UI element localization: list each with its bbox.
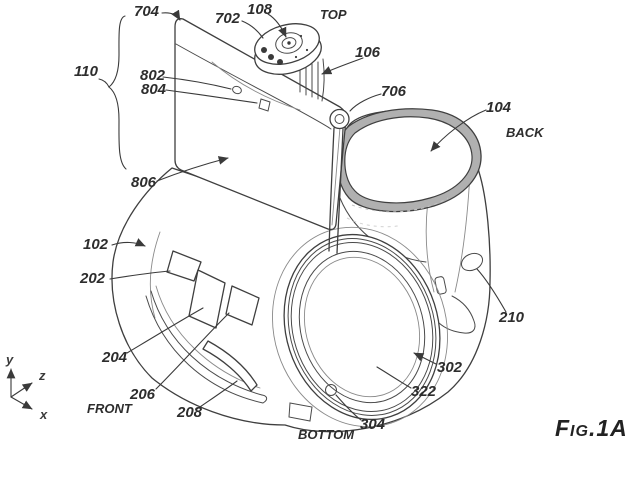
panel-top-bar-lower-edge [175,43,332,130]
orientation-front: FRONT [87,401,133,416]
pod-mic-dot-2 [305,48,309,52]
figure-title: Fig.1A [555,415,628,441]
wheel-valve-hole [325,384,337,396]
ref-label-702: 702 [215,10,241,27]
ref-label-304: 304 [360,416,386,433]
support-rod [328,108,350,254]
ref-label-806: 806 [131,174,157,191]
front-panel-202 [166,250,202,282]
axis-x-arrow [10,396,33,410]
leader-302 [413,352,437,365]
camera-ring-inner [281,37,297,49]
bumper-wedge-208 [202,340,258,392]
orientation-bottom: BOTTOM [298,427,355,442]
leader-202 [109,270,171,280]
ref-label-804: 804 [141,81,167,98]
pod-button-1 [261,47,267,53]
ref-label-210: 210 [498,309,525,326]
front-panel-206 [225,285,260,326]
wheel-rim-edge [298,250,426,404]
leader-210 [476,268,507,313]
leader-106 [321,57,364,75]
rod-right-line [336,128,344,254]
wheel-tire-line-1 [287,238,437,416]
basket-opening [336,108,482,228]
wheel-tire-line-2 [290,241,434,413]
top-pod [254,23,325,102]
rod-loop-outer [329,108,350,130]
bottom-foot-plate [288,402,313,422]
leader-208 [196,380,238,410]
axis-z-arrow [10,382,33,398]
wheel-tire-outer [283,233,441,421]
ref-label-102: 102 [83,236,109,253]
leader-110-squiggle [98,78,110,88]
leader-322 [376,366,412,389]
leader-802 [162,76,232,90]
basket-rim-inner [344,116,473,204]
ref-label-704: 704 [134,3,160,20]
leader-204 [126,307,204,354]
ref-label-106: 106 [355,44,381,61]
leader-104 [430,109,487,152]
ref-label-208: 208 [176,404,203,421]
leader-806 [156,156,229,182]
ref-label-204: 204 [101,349,128,366]
pod-mic-dot-1 [299,34,303,38]
panel-sensor-square [258,98,271,112]
panel-right-thickness [331,114,342,226]
ref-label-206: 206 [129,386,156,403]
orientation-back: BACK [506,125,545,140]
leader-102 [111,238,146,247]
ref-label-706: 706 [381,83,407,100]
front-panel-204 [188,269,226,329]
ref-label-302: 302 [437,359,463,376]
leader-706 [349,93,382,112]
leader-702 [241,20,264,39]
front-sensor-panels [145,250,313,422]
rear-oval-detail [460,252,484,272]
ref-label-110: 110 [74,63,99,80]
body-front-crease [149,231,161,319]
leader-lines [98,9,507,421]
leader-108 [267,13,287,38]
panel-camera-hole [232,85,242,95]
axis-triad: y z x [5,352,48,422]
ref-label-108: 108 [247,1,273,18]
orientation-labels: TOP BACK FRONT BOTTOM [87,7,545,442]
axis-y-label: y [5,352,14,367]
ref-label-802: 802 [140,67,166,84]
pod-button-3 [277,59,283,65]
pod-mic-dot-3 [294,55,298,59]
wheel-well-arc [272,226,448,428]
rod-loop-inner [334,114,345,124]
rod-left-line [328,127,335,252]
orientation-top: TOP [320,7,347,22]
leader-304 [335,394,362,421]
reference-labels: 704 702 108 106 110 802 804 806 706 104 … [74,1,525,433]
basket-interior-line-1 [351,197,449,213]
pod-neck-grille [299,58,325,102]
camera-ring-outer [275,32,303,54]
ref-label-202: 202 [79,270,106,287]
camera-center-dot [287,41,291,45]
leader-206 [155,312,230,390]
axis-x-label: x [39,407,48,422]
panel-cowl-curve [211,61,301,111]
wheel [272,226,448,428]
leader-704 [161,9,181,21]
bumper-band-inner [150,290,263,396]
axis-z-label: z [38,368,46,383]
pod-button-2 [268,54,274,60]
leader-110-brace [108,15,127,170]
leader-804 [165,89,258,104]
wheel-hub-face [303,256,421,398]
ref-label-104: 104 [486,99,512,116]
ref-label-322: 322 [411,383,437,400]
